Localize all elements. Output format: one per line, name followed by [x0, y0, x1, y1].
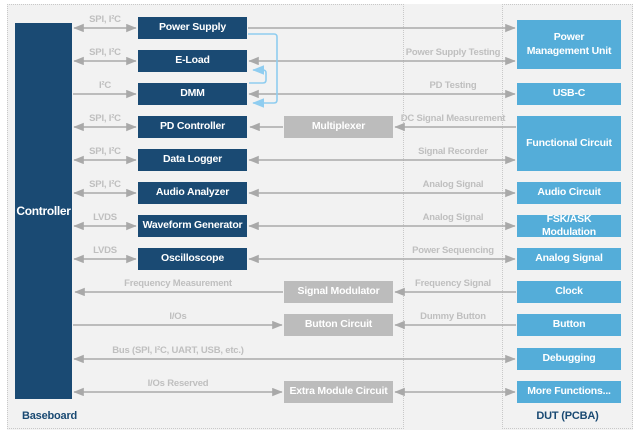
aux-box-extra-module-circuit: Extra Module Circuit — [284, 381, 393, 403]
bus-label-spi-i2c-1: SPI, I²C — [89, 14, 121, 25]
dut-box-power-management-unit: Power Management Unit — [517, 20, 621, 69]
aux-box-button-circuit: Button Circuit — [284, 314, 393, 336]
gray-wires — [73, 23, 516, 397]
signal-label-power-supply-testing: Power Supply Testing — [405, 47, 501, 58]
instrument-box-pd-controller: PD Controller — [138, 116, 247, 138]
signal-label-analog-signal-2: Analog Signal — [422, 212, 484, 223]
dut-region-border — [502, 4, 633, 429]
io-label-bus: Bus (SPI, I²C, UART, USB, etc.) — [112, 345, 244, 356]
feedback-wires — [248, 33, 278, 108]
instrument-box-data-logger: Data Logger — [138, 149, 247, 171]
aux-box-multiplexer: Multiplexer — [284, 116, 393, 138]
dut-box-functional-circuit: Functional Circuit — [517, 116, 621, 171]
bus-label-spi-i2c-4: SPI, I²C — [89, 146, 121, 157]
signal-label-pd-testing: PD Testing — [429, 80, 477, 91]
dut-box-button: Button — [517, 314, 621, 336]
bus-label-lvds-1: LVDS — [93, 212, 117, 223]
instrument-box-oscilloscope: Oscilloscope — [138, 248, 247, 270]
bus-label-spi-i2c-5: SPI, I²C — [89, 179, 121, 190]
dut-box-fsk-ask-modulation: FSK/ASK Modulation — [517, 213, 621, 238]
bus-label-lvds-2: LVDS — [93, 245, 117, 256]
io-label-frequency-measurement: Frequency Measurement — [124, 278, 232, 289]
signal-label-dummy-button: Dummy Button — [420, 311, 486, 322]
signal-label-power-sequencing: Power Sequencing — [412, 245, 494, 256]
controller-box: Controller — [15, 23, 72, 399]
signal-label-frequency-signal: Frequency Signal — [415, 278, 491, 289]
dut-box-usb-c: USB-C — [517, 83, 621, 105]
dut-box-more-functions: More Functions... — [517, 381, 621, 403]
dut-box-clock: Clock — [517, 281, 621, 303]
instrument-box-e-load: E-Load — [138, 50, 247, 72]
bus-label-spi-i2c-3: SPI, I²C — [89, 113, 121, 124]
aux-box-signal-modulator: Signal Modulator — [284, 281, 393, 303]
signal-label-analog-signal-1: Analog Signal — [422, 179, 484, 190]
bus-label-i2c: I²C — [98, 80, 112, 91]
io-label-ios-reserved: I/Os Reserved — [147, 378, 209, 389]
instrument-box-audio-analyzer: Audio Analyzer — [138, 182, 247, 204]
baseboard-region-label: Baseboard — [22, 410, 78, 422]
signal-label-dc-signal-measurement: DC Signal Measurement — [400, 113, 506, 124]
signal-label-signal-recorder: Signal Recorder — [418, 146, 488, 157]
io-label-ios: I/Os — [169, 311, 187, 322]
dut-region-label: DUT (PCBA) — [536, 410, 599, 422]
dut-box-analog-signal: Analog Signal — [517, 248, 621, 270]
dut-box-debugging: Debugging — [517, 348, 621, 370]
instrument-box-waveform-generator: Waveform Generator — [138, 215, 247, 237]
instrument-box-dmm: DMM — [138, 83, 247, 105]
dut-box-audio-circuit: Audio Circuit — [517, 182, 621, 204]
baseboard-region-border — [7, 4, 404, 429]
instrument-box-power-supply: Power Supply — [138, 17, 247, 39]
bus-label-spi-i2c-2: SPI, I²C — [89, 47, 121, 58]
